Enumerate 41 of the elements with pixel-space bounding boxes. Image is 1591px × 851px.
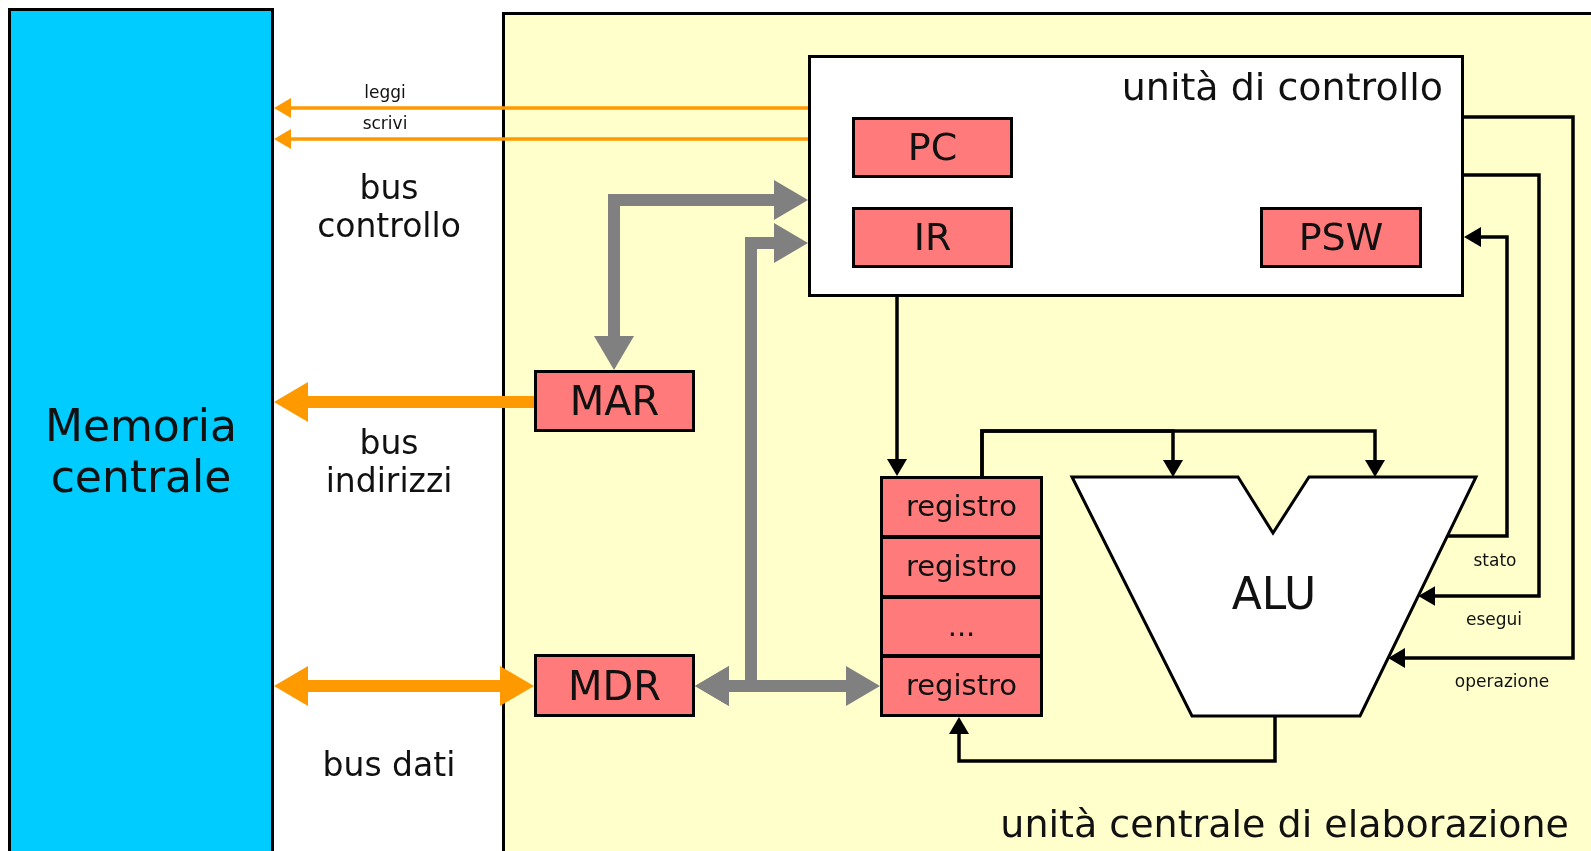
edge-label: operazione [1452,672,1552,692]
register-label: IR [913,215,952,260]
register-label: PC [907,125,958,170]
control-unit-title: unità di controllo [1121,66,1443,110]
bus-arrow [274,382,534,422]
cpu-panel [502,12,1591,851]
register-label: registro [905,550,1018,584]
memory-box [8,8,274,851]
arrow [274,98,808,118]
bus-label: bus dati [321,746,457,784]
register-box [534,370,695,432]
bus-label: bus indirizzi [324,424,454,500]
edge-label: leggi [362,83,408,103]
register-label: registro [905,669,1018,703]
control-unit-box [808,55,1464,297]
bus-arrow [695,666,880,706]
cpu-title: unità centrale di elaborazione [1000,803,1569,847]
register-box [880,655,1043,717]
arrow [1388,115,1575,668]
register-box [534,654,695,717]
register-box [880,476,1043,538]
bus-arrow [274,666,534,706]
bus-label: bus controllo [316,169,462,245]
bus-arrow [594,180,808,370]
register-box [880,596,1043,657]
register-label: PSW [1298,215,1384,260]
register-box [852,117,1013,178]
register-box [880,536,1043,598]
register-label: MAR [569,378,660,424]
arrow [274,129,808,149]
arrow [887,297,907,476]
arrow [1418,173,1541,606]
arrow [949,716,1277,763]
register-label: ... [947,609,976,644]
arrow [980,429,1385,477]
register-box [852,207,1013,268]
register-box [1260,207,1422,268]
register-label: MDR [567,662,662,709]
memory-label: Memoria centrale [43,401,239,503]
register-label: registro [905,490,1018,524]
arrow [1447,227,1509,538]
